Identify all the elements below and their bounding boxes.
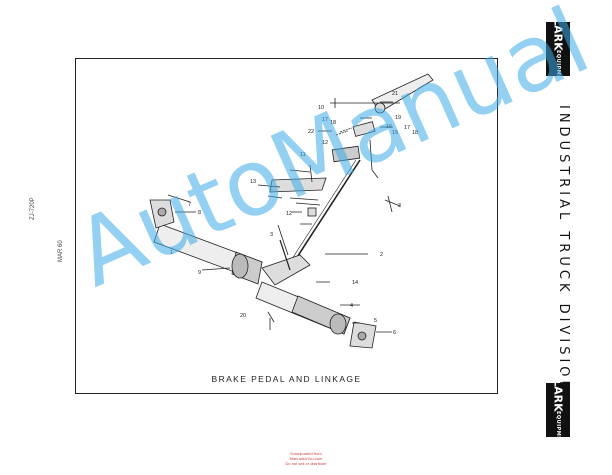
callout-label: 11 — [300, 152, 306, 158]
figure-frame — [75, 58, 498, 394]
callout-label: 3 — [270, 232, 273, 238]
callout-label: 3 — [398, 203, 401, 209]
callout-label: 19 — [395, 115, 401, 121]
logo-name: CLARK — [551, 370, 565, 412]
callout-label: 15 — [392, 130, 398, 136]
callout-label: 22 — [308, 129, 314, 135]
callout-label: 17 — [322, 117, 328, 123]
callout-label: 12 — [322, 140, 328, 146]
callout-label: 13 — [250, 179, 256, 185]
footer-line: Manuals4You.com — [289, 456, 323, 461]
callout-label: 21 — [392, 91, 398, 97]
callout-label: 14 — [352, 280, 358, 286]
download-footer: Downloaded from Manuals4You.com Do not s… — [0, 451, 612, 466]
clark-logo-bottom: CLARK EQUIPMENT — [546, 371, 570, 449]
footer-line: Do not sell or distribute — [285, 461, 327, 466]
callout-label: 4 — [350, 303, 353, 309]
callout-label: 18 — [330, 120, 336, 126]
logo-sub: EQUIPMENT — [555, 50, 561, 89]
callout-label: 17 — [404, 125, 410, 131]
callout-label: 9 — [198, 270, 201, 276]
callout-label: 7 — [188, 202, 191, 208]
figure-caption: BRAKE PEDAL AND LINKAGE — [211, 374, 362, 384]
callout-label: 5 — [374, 318, 377, 324]
callout-label: 6 — [393, 330, 396, 336]
callout-label: 18 — [412, 130, 418, 136]
callout-label: 20 — [240, 313, 246, 319]
footer-line: Downloaded from — [290, 451, 322, 456]
callout-label: 10 — [318, 105, 324, 111]
document-date: MAR 60 — [58, 240, 64, 262]
callout-label: 8 — [198, 210, 201, 216]
logo-sub: EQUIPMENT — [555, 411, 561, 450]
callout-label: 12 — [286, 211, 292, 217]
callout-label: 1 — [170, 250, 173, 256]
division-title: INDUSTRIAL TRUCK DIVISION — [556, 105, 571, 395]
callout-label: 2 — [380, 252, 383, 258]
logo-name: CLARK — [551, 9, 565, 51]
document-code: ZJ-720P — [30, 197, 36, 220]
callout-label: 16 — [386, 124, 392, 130]
clark-logo-top: CLARK EQUIPMENT — [546, 10, 570, 88]
